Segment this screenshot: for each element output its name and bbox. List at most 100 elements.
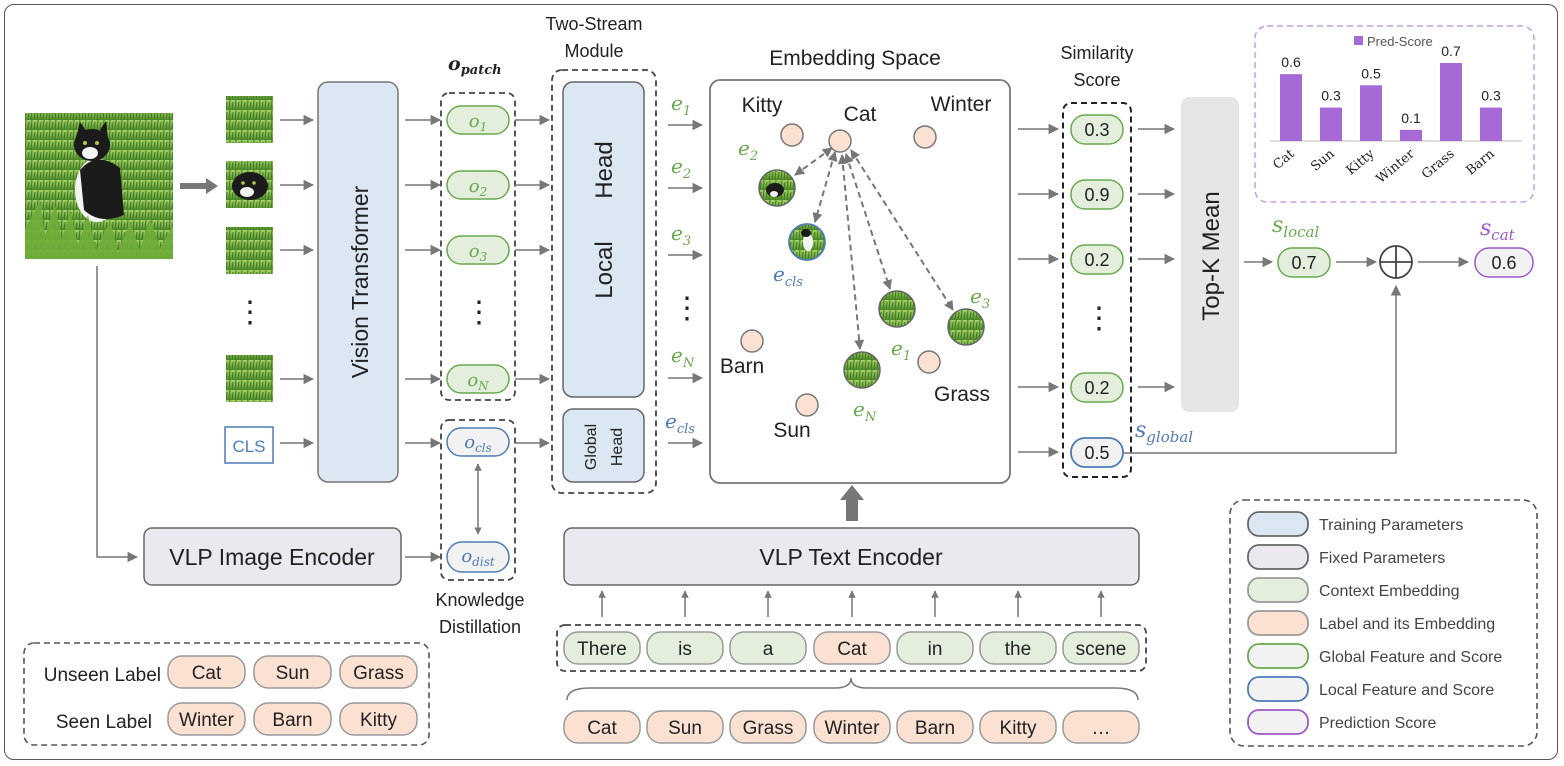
score-1: 0.3 <box>1084 120 1109 140</box>
knowledge-distillation-line2: Distillation <box>439 617 521 637</box>
score-3: 0.2 <box>1084 250 1109 270</box>
label-brace <box>566 677 1139 701</box>
similarity-group <box>1062 102 1132 478</box>
figure-frame <box>4 4 1558 760</box>
svg-text:Local: Local <box>591 241 618 298</box>
svg-text:Barn: Barn <box>272 710 312 731</box>
bar-value-cat: 0.6 <box>1281 54 1301 70</box>
bar-sun <box>1320 107 1342 141</box>
grass-label: Grass <box>934 383 990 406</box>
e-ellipsis: ⋮ <box>672 292 702 325</box>
e1-image-point <box>878 290 916 328</box>
e-arrows <box>668 119 704 449</box>
prompt-token-1: is <box>646 631 724 665</box>
e2-point-label: e2 <box>738 136 758 164</box>
o-to-head-arrows <box>515 114 551 449</box>
o-patch-title: opatch <box>448 53 502 78</box>
unseen-label-title: Unseen Label <box>44 665 161 686</box>
o-token-2: o2 <box>469 176 487 199</box>
o-cls-token: ocls <box>446 427 510 457</box>
legend-item-4: Global Feature and Score <box>1247 643 1502 669</box>
legend-box <box>1229 499 1538 747</box>
svg-text:Winter: Winter <box>179 710 235 731</box>
svg-text:Grass: Grass <box>743 718 794 739</box>
pred-score-chart: Pred-Score 0.6Cat0.3Sun0.5Kitty0.1Winter… <box>1270 34 1522 187</box>
en-image-point <box>843 351 881 389</box>
bar-kitty <box>1360 85 1382 141</box>
label-token-4: Barn <box>896 710 974 744</box>
bar-value-winter: 0.1 <box>1401 110 1421 126</box>
svg-text:VLP Text Encoder: VLP Text Encoder <box>759 544 943 570</box>
cat-point <box>828 129 852 153</box>
s-global-label: sglobal <box>1135 418 1193 446</box>
svg-text:Grass: Grass <box>353 663 404 684</box>
bar-cat <box>1280 74 1302 141</box>
score-to-topk-arrows <box>1138 123 1176 393</box>
embedding-points: Kitty Cat Winter Barn Grass Sun e2 ecls … <box>720 93 992 442</box>
two-stream-title-line1: Two-Stream <box>545 14 642 34</box>
e2-label: e2 <box>671 154 691 182</box>
similarity-scores: 0.3 0.9 0.2 ⋮ 0.2 0.5 <box>1070 114 1124 468</box>
patch-1 <box>226 96 273 143</box>
svg-text:odist: odist <box>461 546 495 569</box>
en-label: eN <box>671 343 695 371</box>
pred-score-chart-frame <box>1254 25 1535 203</box>
svg-text:the: the <box>1005 639 1031 660</box>
patches-ellipsis: ⋮ <box>235 296 265 329</box>
en-point-label: eN <box>853 397 877 425</box>
ecls-point-label: ecls <box>773 262 803 290</box>
barn-label: Barn <box>720 355 764 378</box>
barn-point <box>740 329 764 353</box>
knowledge-distillation-line1: Knowledge <box>435 590 524 610</box>
legend-label-2: Context Embedding <box>1319 583 1460 600</box>
bar-category-sun: Sun <box>1308 146 1338 174</box>
legend-swatch-2 <box>1247 577 1309 603</box>
score-global: 0.5 <box>1084 443 1109 463</box>
legend-item-6: Prediction Score <box>1247 709 1436 735</box>
bar-category-barn: Barn <box>1463 146 1498 178</box>
s-cat-label: scat <box>1480 216 1516 244</box>
legend-item-2: Context Embedding <box>1247 577 1460 603</box>
similarity-title-line2: Score <box>1073 70 1120 90</box>
embedding-space <box>709 79 1011 484</box>
bar-category-grass: Grass <box>1419 147 1458 183</box>
legend-swatch-3 <box>1247 610 1309 636</box>
legend-label-4: Global Feature and Score <box>1319 649 1502 666</box>
seen-token-1: Barn <box>253 702 332 736</box>
prompt-token-4: in <box>896 631 974 665</box>
image-patches: ⋮ CLS <box>224 96 274 464</box>
svg-text:0.6: 0.6 <box>1491 253 1516 273</box>
svg-text:Sun: Sun <box>668 718 702 739</box>
vlp-text-encoder: VLP Text Encoder <box>563 527 1140 586</box>
bar-category-cat: Cat <box>1270 146 1298 173</box>
legend-item-3: Label and its Embedding <box>1247 610 1495 636</box>
s-global-path <box>1124 284 1402 454</box>
unseen-token-0: Cat <box>167 655 246 689</box>
prompt-token-0: There <box>563 631 641 665</box>
svg-text:a: a <box>763 639 774 660</box>
o-token-3: o3 <box>469 241 488 264</box>
svg-text:Cat: Cat <box>837 639 867 660</box>
e1-point-label: e1 <box>891 336 911 364</box>
vlp-image-encoder: VLP Image Encoder <box>143 527 402 586</box>
svg-text:Head: Head <box>591 141 618 198</box>
svg-text:Kitty: Kitty <box>1000 718 1037 739</box>
legend-swatch-0 <box>1247 511 1309 537</box>
e2-image-point <box>758 169 796 207</box>
prompt-token-5: the <box>979 631 1057 665</box>
svg-text:Global: Global <box>583 424 600 470</box>
text-to-embedding-arrow <box>840 485 864 521</box>
legend-swatch-4 <box>1247 643 1309 669</box>
bar-category-winter: Winter <box>1374 146 1419 187</box>
svg-text:Cat: Cat <box>192 663 222 684</box>
cls-token-label: CLS <box>232 437 265 456</box>
legend-label-6: Prediction Score <box>1319 715 1436 732</box>
svg-text:Winter: Winter <box>825 718 881 739</box>
input-image <box>25 113 173 259</box>
chart-legend-label: Pred-Score <box>1367 34 1433 49</box>
o-ellipsis: ⋮ <box>464 296 494 329</box>
winter-label: Winter <box>931 93 992 116</box>
